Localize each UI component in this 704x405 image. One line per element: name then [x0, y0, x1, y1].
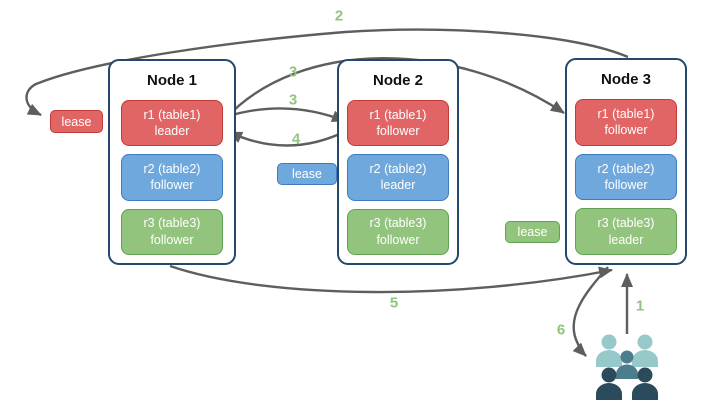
- node-2-replica-r1-follower: r1 (table1) follower: [347, 100, 449, 147]
- user-figure: [632, 367, 658, 400]
- replica-role: leader: [154, 124, 190, 139]
- arrow-step-5-leader-to-gateway: [169, 264, 613, 294]
- replica-name: r3 (table3): [369, 216, 427, 231]
- node-1-replica-r1-leader: r1 (table1) leader: [121, 100, 223, 147]
- node-3-title: Node 3: [600, 71, 651, 88]
- arrow-step-3-leader-to-node2-follower: [224, 107, 346, 123]
- replica-name: r1 (table1): [597, 106, 655, 121]
- replica-name: r1 (table1): [369, 107, 427, 122]
- replica-role: follower: [150, 232, 194, 247]
- replica-name: r2 (table2): [143, 161, 201, 176]
- step-label-5: 5: [389, 294, 399, 312]
- replica-role: follower: [376, 124, 420, 139]
- user-figure: [632, 334, 658, 367]
- lease-badge-r2: lease: [277, 163, 337, 185]
- node-3-replica-r2-follower: r2 (table2) follower: [575, 153, 677, 201]
- replica-role: leader: [608, 232, 644, 247]
- node-3-replica-r1-follower: r1 (table1) follower: [575, 99, 677, 146]
- users-group-icon: [596, 334, 658, 400]
- arrow-step-4-follower-ack-to-leader: [228, 128, 349, 147]
- step-label-4: 4: [291, 130, 301, 148]
- node-3-box: Node 3 r1 (table1) follower r2 (table2) …: [565, 58, 687, 265]
- replica-name: r2 (table2): [597, 161, 655, 176]
- node-1-box: Node 1 r1 (table1) leader r2 (table2) fo…: [108, 59, 236, 265]
- replica-name: r3 (table3): [143, 216, 201, 231]
- node-2-box: Node 2 r1 (table1) follower r2 (table2) …: [337, 59, 459, 265]
- node-2-title: Node 2: [372, 72, 423, 89]
- replica-name: r3 (table3): [597, 216, 655, 231]
- step-label-3a: 3: [288, 63, 298, 81]
- node-1-title: Node 1: [146, 72, 197, 89]
- arrow-step-6-gateway-to-client: [572, 266, 609, 357]
- node-1-replica-r3-follower: r3 (table3) follower: [121, 208, 223, 255]
- lease-badge-r1: lease: [50, 110, 103, 133]
- replica-role: follower: [376, 232, 420, 247]
- replica-role: follower: [604, 178, 648, 192]
- replica-role: follower: [604, 123, 648, 138]
- arrow-step-2-gateway-to-leaseholder: [25, 28, 629, 117]
- node-2-replica-r2-leader: r2 (table2) leader: [347, 154, 449, 201]
- replica-name: r1 (table1): [143, 107, 201, 122]
- user-figure: [596, 367, 622, 400]
- replica-name: r2 (table2): [369, 161, 427, 176]
- replica-role: follower: [150, 178, 194, 193]
- node-3-replica-r3-leader: r3 (table3) leader: [575, 208, 677, 256]
- user-figure: [616, 350, 638, 379]
- step-label-6: 6: [556, 321, 566, 339]
- step-label-1: 1: [635, 297, 645, 315]
- replica-role: leader: [380, 178, 416, 193]
- step-label-3b: 3: [288, 91, 298, 109]
- node-2-replica-r3-follower: r3 (table3) follower: [347, 208, 449, 255]
- node-1-replica-r2-follower: r2 (table2) follower: [121, 154, 223, 201]
- step-label-2: 2: [334, 7, 344, 25]
- arrow-step-3-leader-to-node3-follower: [224, 57, 565, 120]
- lease-badge-r3: lease: [505, 221, 560, 243]
- user-figure: [596, 334, 622, 367]
